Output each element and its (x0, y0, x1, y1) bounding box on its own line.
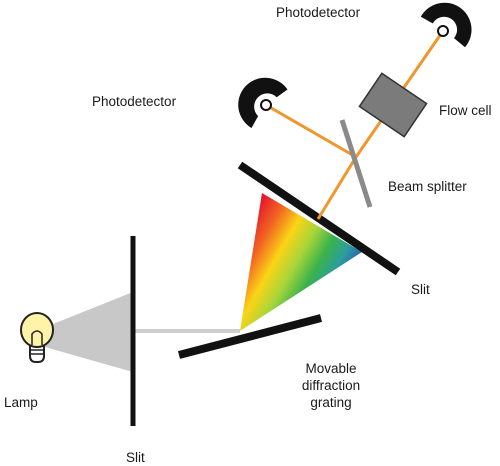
lamp-light-cone (38, 292, 133, 372)
label-grating-line2: diffraction (301, 378, 361, 393)
label-diffraction-grating: Movable diffraction grating (276, 360, 386, 411)
beam-to-left-detector (265, 103, 357, 159)
label-slit-right: Slit (411, 282, 430, 297)
top-photodetector-icon (420, 2, 472, 48)
label-photodetector-left: Photodetector (92, 94, 177, 109)
lamp-icon (20, 312, 54, 363)
label-grating-line1: Movable (305, 361, 357, 376)
flow-cell (358, 72, 428, 138)
diffracted-spectrum (240, 193, 362, 331)
label-grating-line3: grating (310, 395, 352, 410)
diffraction-grating (177, 314, 323, 359)
left-photodetector-icon (238, 77, 288, 128)
label-slit-bottom: Slit (126, 450, 145, 465)
beam-to-splitter (316, 156, 358, 220)
beam-splitter (339, 119, 373, 208)
label-beam-splitter: Beam splitter (388, 179, 467, 194)
label-lamp: Lamp (4, 395, 38, 410)
label-photodetector-top: Photodetector (276, 5, 361, 20)
label-flow-cell: Flow cell (439, 103, 492, 118)
